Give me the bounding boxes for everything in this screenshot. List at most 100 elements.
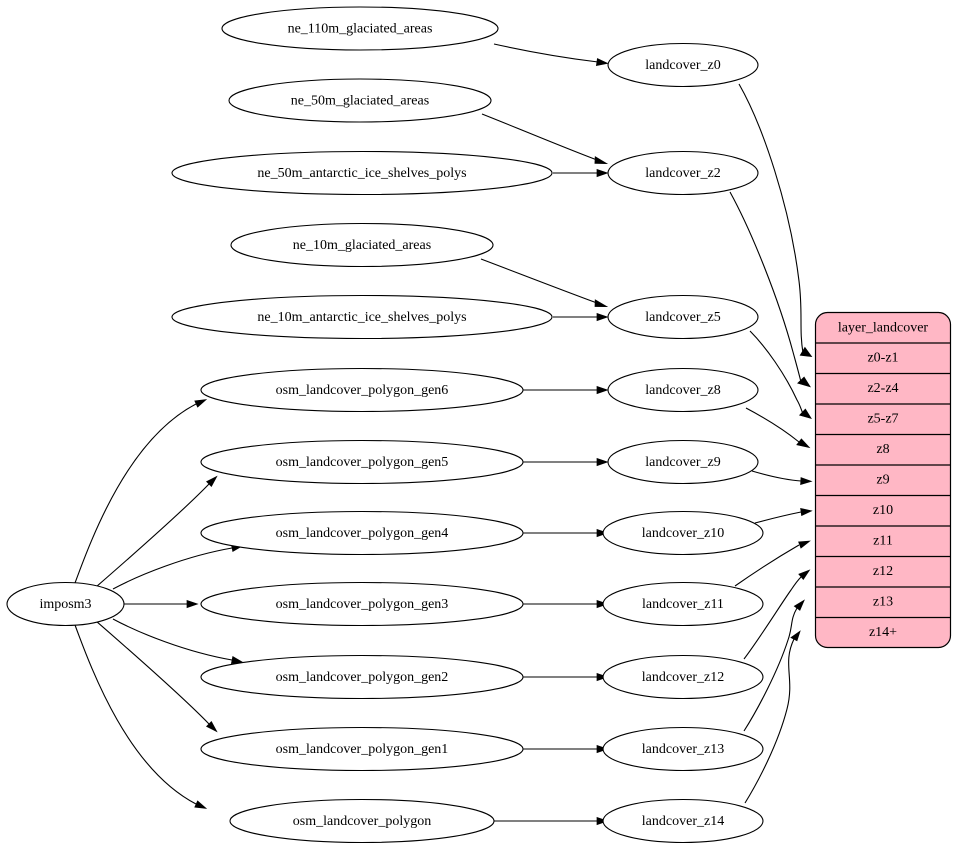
edge-imposm3-to-gen4: [112, 547, 233, 590]
node-ellipse-shape[interactable]: [230, 222, 494, 268]
node-landcover_z0[interactable]: landcover_z0: [607, 42, 759, 88]
table-row-z11[interactable]: z11: [873, 534, 893, 549]
node-ellipse-shape[interactable]: [607, 367, 759, 413]
node-osm_landcover_polygon_gen5[interactable]: osm_landcover_polygon_gen5: [200, 439, 524, 485]
node-landcover_z5[interactable]: landcover_z5: [607, 294, 759, 340]
table-background[interactable]: [814, 311, 952, 649]
node-landcover_z9[interactable]: landcover_z9: [607, 439, 759, 485]
node-osm_landcover_polygon_gen4[interactable]: osm_landcover_polygon_gen4: [200, 510, 524, 556]
node-landcover_z8[interactable]: landcover_z8: [607, 367, 759, 413]
node-ellipse-shape[interactable]: [602, 654, 764, 700]
node-label-text: landcover_z0: [645, 58, 720, 73]
node-ellipse-shape[interactable]: [228, 78, 492, 123]
arrowhead-z9-row: [800, 477, 813, 486]
node-ellipse-shape[interactable]: [602, 798, 764, 844]
node-ellipse-shape[interactable]: [200, 726, 524, 772]
arrowhead-polygon-z14: [596, 816, 609, 826]
edge-imposm3-to-gen6: [74, 403, 197, 584]
node-ellipse-shape[interactable]: [200, 581, 524, 627]
node-osm_landcover_polygon_gen3[interactable]: osm_landcover_polygon_gen3: [200, 581, 524, 627]
node-landcover_z13[interactable]: landcover_z13: [602, 726, 764, 772]
table-row-z12[interactable]: z12: [873, 564, 893, 579]
arrowhead-z13-row: [793, 599, 805, 611]
edge-imposm3-to-gen1: [95, 620, 210, 725]
node-osm_landcover_polygon_gen1[interactable]: osm_landcover_polygon_gen1: [200, 726, 524, 772]
arrowhead-ne110m-z0: [595, 58, 609, 67]
arrowhead-imposm3-gen3: [186, 599, 199, 609]
arrowhead-z2-row: [797, 376, 811, 388]
node-label-text: landcover_z5: [645, 310, 720, 325]
node-ellipse-shape[interactable]: [200, 510, 524, 556]
edge-ne50m-glac-to-z2: [481, 113, 598, 161]
node-label-text: landcover_z10: [642, 526, 724, 541]
table-row-z9[interactable]: z9: [876, 473, 889, 488]
edge-z8-to-row-z8: [745, 407, 800, 443]
node-ellipse-shape[interactable]: [607, 294, 759, 340]
table-row-z0-z1[interactable]: z0-z1: [867, 351, 898, 366]
node-ellipse-shape[interactable]: [6, 581, 125, 627]
table-row-z14plus[interactable]: z14+: [869, 625, 897, 640]
arrowhead-imposm3-gen1: [206, 721, 218, 733]
node-landcover_z14[interactable]: landcover_z14: [602, 798, 764, 844]
node-imposm3[interactable]: imposm3: [6, 581, 125, 627]
node-osm_landcover_polygon_gen6[interactable]: osm_landcover_polygon_gen6: [200, 367, 524, 413]
node-ellipse-shape[interactable]: [200, 367, 524, 413]
node-ellipse-shape[interactable]: [171, 150, 553, 196]
node-ellipse-shape[interactable]: [602, 510, 764, 556]
node-landcover_z12[interactable]: landcover_z12: [602, 654, 764, 700]
node-label-text: imposm3: [39, 597, 91, 612]
edge-imposm3-to-gen5: [95, 483, 210, 588]
node-ellipse-shape[interactable]: [229, 798, 495, 844]
edge-z13-to-row-z13: [743, 607, 798, 732]
node-ellipse-shape[interactable]: [607, 150, 759, 196]
arrowhead-imposm3-gen5: [206, 475, 218, 487]
edge-imposm3-to-polygon: [74, 624, 197, 805]
node-label-text: landcover_z13: [642, 742, 724, 757]
node-label-text: landcover_z11: [642, 597, 724, 612]
table-row-z10[interactable]: z10: [873, 503, 893, 518]
node-ne_110m_glaciated_areas[interactable]: ne_110m_glaciated_areas: [221, 6, 499, 51]
edge-z5-to-row-z5z7: [749, 330, 804, 415]
node-ellipse-shape[interactable]: [602, 581, 764, 627]
node-ellipse-shape[interactable]: [607, 439, 759, 485]
layer-landcover-table[interactable]: layer_landcover z0-z1 z2-z4 z5-z7 z8 z9 …: [814, 311, 952, 649]
node-ellipse-shape[interactable]: [200, 439, 524, 485]
node-ne_50m_glaciated_areas[interactable]: ne_50m_glaciated_areas: [228, 78, 492, 123]
node-ellipse-shape[interactable]: [171, 294, 553, 340]
node-ne_10m_antarctic_ice_shelves_polys[interactable]: ne_10m_antarctic_ice_shelves_polys: [171, 294, 553, 340]
table-row-z5-z7[interactable]: z5-z7: [867, 412, 898, 427]
arrowhead-z0-row: [799, 346, 813, 358]
node-label-text: ne_50m_antarctic_ice_shelves_polys: [257, 166, 466, 181]
edge-z11-to-row-z11: [734, 544, 800, 587]
node-osm_landcover_polygon_gen2[interactable]: osm_landcover_polygon_gen2: [200, 654, 524, 700]
edge-z9-to-row-z9: [751, 470, 802, 482]
arrowhead-gen2-z12: [596, 672, 609, 682]
node-ellipse-shape[interactable]: [200, 654, 524, 700]
edge-z10-to-row-z10: [754, 511, 802, 524]
arrowhead-z10-row: [800, 507, 813, 517]
node-ne_10m_glaciated_areas[interactable]: ne_10m_glaciated_areas: [230, 222, 494, 268]
node-osm_landcover_polygon[interactable]: osm_landcover_polygon: [229, 798, 495, 844]
node-ellipse-shape[interactable]: [221, 6, 499, 51]
arrowhead-z5-row: [798, 408, 812, 419]
table-row-z2-z4[interactable]: z2-z4: [867, 381, 898, 396]
node-ellipse-shape[interactable]: [607, 42, 759, 88]
node-ellipse-shape[interactable]: [602, 726, 764, 772]
arrowhead-imposm3-gen6: [194, 399, 208, 408]
node-label-text: landcover_z12: [642, 670, 724, 685]
node-label-text: osm_landcover_polygon_gen1: [276, 742, 449, 757]
arrowhead-gen3-z11: [596, 599, 609, 609]
node-label-text: osm_landcover_polygon_gen3: [276, 597, 449, 612]
table-row-z8[interactable]: z8: [876, 442, 889, 457]
arrowhead-z12-row: [798, 569, 811, 580]
node-landcover_z11[interactable]: landcover_z11: [602, 581, 764, 627]
node-label-text: osm_landcover_polygon_gen5: [276, 455, 449, 470]
node-label-text: landcover_z9: [645, 455, 720, 470]
table-row-z13[interactable]: z13: [873, 595, 893, 610]
edge-ne110m-to-z0: [493, 43, 599, 63]
edge-z14-to-row-z14plus: [744, 638, 795, 804]
node-landcover_z2[interactable]: landcover_z2: [607, 150, 759, 196]
node-landcover_z10[interactable]: landcover_z10: [602, 510, 764, 556]
node-ne_50m_antarctic_ice_shelves_polys[interactable]: ne_50m_antarctic_ice_shelves_polys: [171, 150, 553, 196]
